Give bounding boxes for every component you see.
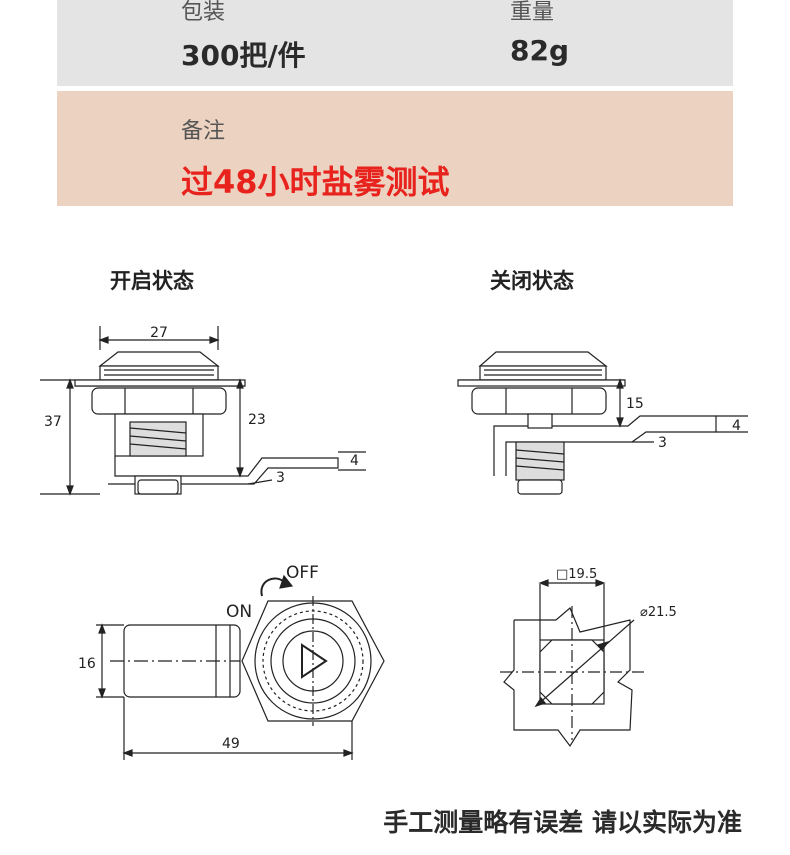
dim-square-19-5: □19.5	[556, 567, 597, 582]
spec-row-note: 备注 过48小时盐雾测试	[57, 91, 733, 206]
off-label: OFF	[286, 563, 319, 583]
packaging-value: 300把/件	[181, 39, 306, 72]
front-view-drawing: OFF ON 16 49	[78, 563, 385, 760]
spec-row-packaging-weight: 包装 300把/件 重量 82g	[57, 0, 733, 86]
on-label: ON	[226, 602, 252, 622]
dim-diameter-21-5: ⌀21.5	[640, 605, 677, 620]
open-state-title: 开启状态	[110, 269, 194, 293]
dim-4-open: 4	[350, 453, 359, 469]
dim-3-closed: 3	[658, 435, 667, 451]
dim-37: 37	[44, 414, 62, 430]
dim-16: 16	[78, 656, 96, 672]
note-value: 过48小时盐雾测试	[181, 163, 450, 201]
panel-cutout-drawing: □19.5 ⌀21.5	[500, 567, 677, 748]
weight-value: 82g	[510, 34, 570, 67]
dim-27: 27	[150, 325, 168, 341]
closed-state-title: 关闭状态	[490, 269, 574, 293]
dim-23: 23	[248, 412, 266, 428]
weight-label: 重量	[510, 0, 555, 25]
dim-4-closed: 4	[732, 418, 741, 434]
dim-15: 15	[626, 396, 644, 412]
open-state-drawing: 27 37 23 3	[40, 325, 366, 496]
closed-state-drawing: 15 4 3	[457, 351, 748, 495]
measurement-disclaimer: 手工测量略有误差 请以实际为准	[383, 808, 742, 837]
note-label: 备注	[181, 119, 226, 144]
dim-49: 49	[222, 736, 240, 752]
dim-3-open: 3	[276, 470, 285, 486]
packaging-label: 包装	[181, 0, 226, 25]
